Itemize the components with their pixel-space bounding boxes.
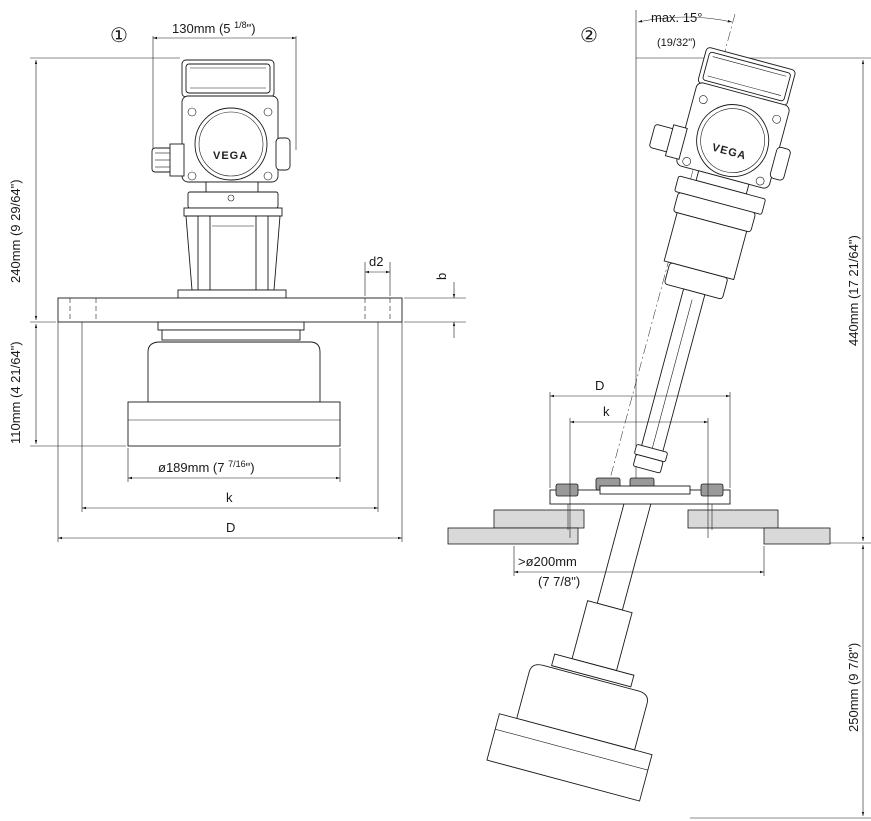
flange-2: [447, 477, 831, 545]
d2-label: d2: [369, 254, 383, 269]
D-label-1: D: [226, 520, 235, 535]
view-2: ② max. 15° (19/32") 440mm (17 21/64") 25…: [447, 10, 871, 819]
height-440-label: 440mm (17 21/64"): [846, 235, 861, 346]
k-label-1: k: [226, 490, 233, 505]
width-top-label: 130mm (5 1/8"): [172, 20, 256, 36]
adapter-1: [177, 207, 287, 299]
diameter-189-label: ø189mm (7 7/16"): [158, 459, 255, 475]
height-240-label: 240mm (9 29/64"): [8, 179, 23, 283]
view-1-marker: ①: [110, 25, 128, 47]
opening-label: >ø200mm: [518, 554, 577, 569]
housing-1: VEGA: [151, 59, 291, 209]
height-110-label: 110mm (4 21/64"): [8, 341, 23, 444]
view-2-marker: ②: [580, 25, 598, 47]
vega-logo-1: VEGA: [213, 150, 248, 162]
flange-1: [57, 297, 403, 323]
view-1: ① 130mm (5 1/8") VEGA: [8, 20, 466, 542]
height-250-label: 250mm (9 7/8"): [846, 643, 861, 732]
b-label: b: [434, 273, 449, 280]
D-label-2: D: [595, 378, 604, 393]
antenna-1: [127, 321, 341, 447]
angle-label: max. 15°: [651, 10, 702, 25]
angle-in-label: (19/32"): [657, 37, 696, 49]
k-label-2: k: [603, 404, 610, 419]
tilted-instrument: VEGA: [486, 47, 796, 802]
opening-in-label: (7 7/8"): [538, 574, 580, 589]
